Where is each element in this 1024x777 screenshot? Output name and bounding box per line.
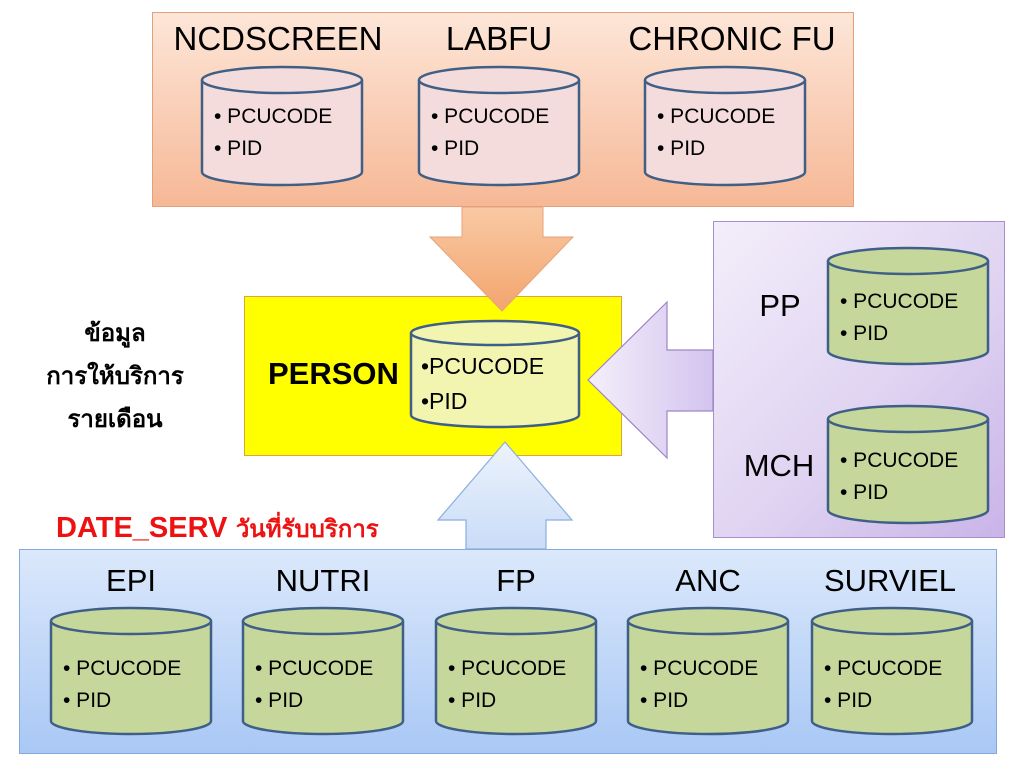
field-pid: • PID (63, 689, 112, 712)
surviel-fields: • PCUCODE • PID (824, 653, 942, 717)
fp-fields: • PCUCODE • PID (448, 653, 566, 717)
left-arrow (587, 300, 714, 460)
field-pid: • PID (657, 137, 706, 160)
person-fields: •PCUCODE •PID (421, 349, 544, 419)
field-pid: • PID (431, 137, 480, 160)
field-pcucode: • PCUCODE (448, 657, 567, 680)
ncdscreen-fields: • PCUCODE • PID (214, 101, 332, 165)
field-pid: • PID (448, 689, 497, 712)
field-pcucode: • PCUCODE (255, 657, 374, 680)
person-cylinder (409, 319, 581, 429)
mch-fields: • PCUCODE • PID (840, 445, 958, 509)
table-title-mch: MCH (743, 448, 815, 483)
person-title: PERSON (268, 356, 399, 391)
field-pcucode: • PCUCODE (657, 105, 776, 128)
date-serv-desc: วันที่รับบริการ (235, 516, 379, 543)
chronic-fu-fields: • PCUCODE • PID (657, 101, 775, 165)
ncdscreen-cylinder (200, 65, 364, 187)
mch-cylinder (826, 404, 990, 525)
date-serv-caption: DATE_SERV วันที่รับบริการ (56, 514, 379, 543)
side-note-line-2: การให้บริการ (46, 363, 184, 390)
field-pcucode: • PCUCODE (431, 105, 550, 128)
field-pcucode: • PCUCODE (214, 105, 333, 128)
table-title-ncdscreen: NCDSCREEN (173, 20, 383, 57)
side-note: ข้อมูล การให้บริการ รายเดือน (20, 312, 210, 441)
table-title-nutri: NUTRI (275, 563, 371, 598)
pp-cylinder (826, 246, 990, 366)
field-pid: • PID (840, 481, 889, 504)
field-pid: • PID (214, 137, 263, 160)
fp-cylinder (434, 606, 598, 736)
up-arrow (436, 441, 574, 550)
field-pcucode: • PCUCODE (840, 449, 959, 472)
field-pid: • PID (640, 689, 689, 712)
nutri-cylinder (241, 606, 405, 736)
down-arrow (428, 206, 575, 312)
nutri-fields: • PCUCODE • PID (255, 653, 373, 717)
field-pcucode: • PCUCODE (640, 657, 759, 680)
anc-fields: • PCUCODE • PID (640, 653, 758, 717)
table-title-fp: FP (496, 563, 536, 598)
side-note-line-1: ข้อมูล (84, 320, 146, 347)
field-pcucode: •PCUCODE (421, 353, 545, 379)
chronic-fu-cylinder (643, 65, 807, 187)
table-title-pp: PP (759, 288, 801, 323)
anc-cylinder (626, 606, 790, 736)
field-pcucode: • PCUCODE (840, 290, 959, 313)
field-pid: • PID (824, 689, 873, 712)
table-title-chronic-fu: CHRONIC FU (628, 20, 836, 57)
epi-cylinder (49, 606, 213, 736)
field-pcucode: • PCUCODE (824, 657, 943, 680)
labfu-cylinder (417, 65, 581, 187)
date-serv-code: DATE_SERV (56, 512, 228, 544)
field-pid: •PID (421, 388, 468, 414)
pp-fields: • PCUCODE • PID (840, 286, 958, 350)
field-pid: • PID (840, 322, 889, 345)
labfu-fields: • PCUCODE • PID (431, 101, 549, 165)
table-title-anc: ANC (675, 563, 741, 598)
table-title-labfu: LABFU (445, 20, 553, 57)
surviel-cylinder (810, 606, 974, 736)
field-pid: • PID (255, 689, 304, 712)
table-title-epi: EPI (106, 563, 156, 598)
side-note-line-3: รายเดือน (67, 406, 163, 433)
table-title-surviel: SURVIEL (823, 563, 957, 598)
epi-fields: • PCUCODE • PID (63, 653, 181, 717)
field-pcucode: • PCUCODE (63, 657, 182, 680)
